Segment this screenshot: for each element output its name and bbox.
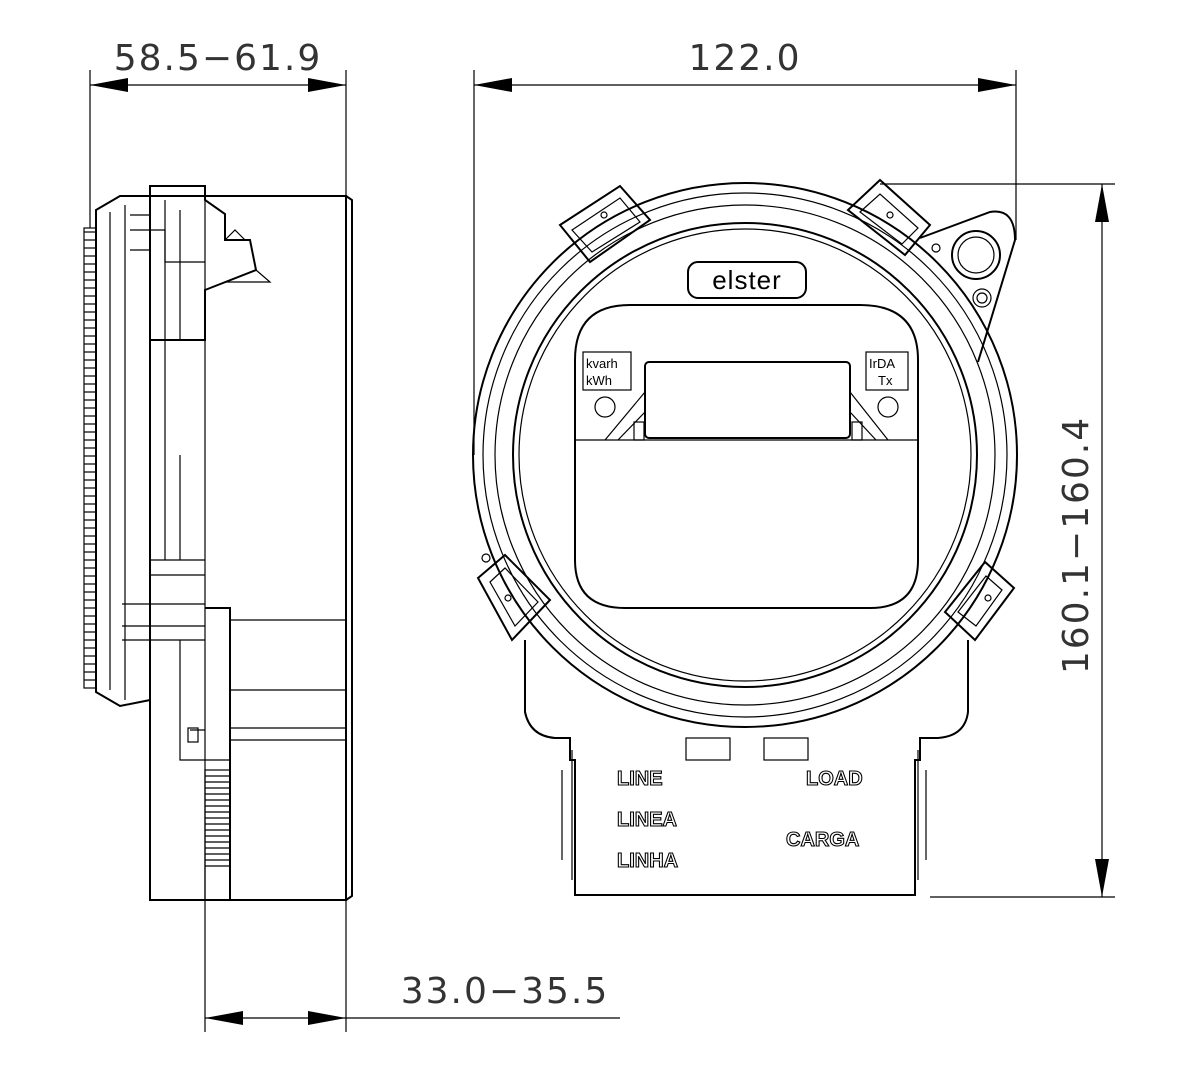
indicator-kwh: kWh <box>586 373 612 388</box>
side-view <box>83 185 353 901</box>
mounting-tab-bottom-right <box>943 560 1016 642</box>
label-linea: LINEA <box>617 809 677 831</box>
label-carga: CARGA <box>786 829 859 851</box>
mounting-tab-top-left <box>558 184 652 264</box>
label-line: LINE <box>617 768 663 790</box>
terminal-labels: LINE LINEA LINHA LOAD CARGA <box>616 767 863 872</box>
indicator-irda: IrDA <box>869 356 895 371</box>
indicator-tx: Tx <box>878 373 893 388</box>
dimension-depth: 33.0−35.5 <box>204 900 620 1032</box>
dimension-height: 160.1−160.4 <box>880 183 1115 898</box>
dim-height-text: 160.1−160.4 <box>1056 416 1097 674</box>
front-view: elster kvarh kWh IrDA Tx LINE LINEA <box>472 178 1018 896</box>
indicator-kvarh: kvarh <box>586 356 618 371</box>
dim-depth-text: 33.0−35.5 <box>401 971 609 1012</box>
dimension-side-width: 58.5−61.9 <box>89 38 347 228</box>
label-linha: LINHA <box>617 850 678 872</box>
brand-name: elster <box>712 265 782 295</box>
display-window: kvarh kWh IrDA Tx <box>574 304 919 609</box>
ribbed-edge <box>83 227 97 689</box>
mounting-tab-top-right <box>846 178 932 257</box>
terminal-blade <box>204 769 231 901</box>
dim-side-width-text: 58.5−61.9 <box>114 38 322 79</box>
label-load: LOAD <box>806 768 863 790</box>
mounting-tab-bottom-left <box>476 553 552 642</box>
brand-logo: elster <box>687 261 807 299</box>
dim-overall-width-text: 122.0 <box>688 38 801 79</box>
seal-ear <box>919 210 1017 363</box>
dimension-overall-width: 122.0 <box>473 38 1017 455</box>
